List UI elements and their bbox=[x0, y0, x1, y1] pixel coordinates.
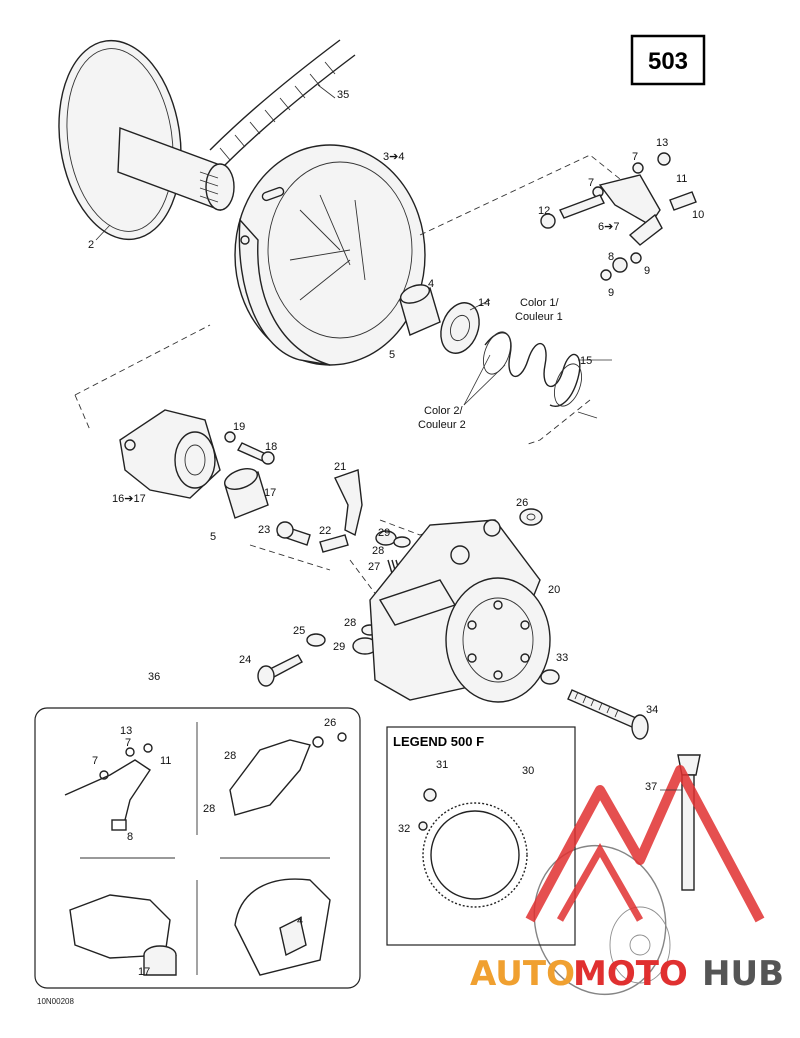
callout-10: 10 bbox=[692, 209, 704, 221]
callout-19: 19 bbox=[233, 421, 245, 433]
watermark-logo: AUTO MOTO HUB bbox=[470, 765, 784, 994]
callout-22: 22 bbox=[319, 525, 331, 537]
callout-7a: 7 bbox=[632, 151, 638, 163]
callout-13a: 13 bbox=[656, 137, 668, 149]
callout-5b: 5 bbox=[210, 531, 216, 543]
callout-11a: 11 bbox=[676, 173, 687, 185]
leader-lines bbox=[95, 84, 682, 791]
callout-29a: 29 bbox=[378, 527, 390, 539]
watermark-text-left: AUTO bbox=[470, 954, 575, 994]
callout-4a: 4 bbox=[428, 278, 434, 290]
callout-17b: 17 bbox=[138, 966, 150, 978]
washer-part bbox=[440, 302, 480, 354]
page-number: 503 bbox=[648, 48, 688, 75]
callout-28b: 28 bbox=[344, 617, 356, 629]
callout-9a: 9 bbox=[644, 265, 650, 277]
callout-36: 36 bbox=[148, 671, 160, 683]
callout-couleur1: Couleur 1 bbox=[515, 311, 563, 323]
subassembly-panel bbox=[34, 707, 361, 989]
callout-24: 24 bbox=[239, 654, 251, 666]
ramp-housing-part bbox=[119, 409, 221, 499]
callout-23: 23 bbox=[258, 524, 270, 536]
callout-27: 27 bbox=[368, 561, 380, 573]
callout-28d: 28 bbox=[203, 803, 215, 815]
callout-labels: 2 35 3➔4 13 7 7 11 12 6➔7 10 8 9 9 4 14 … bbox=[88, 89, 704, 978]
callout-13b: 13 bbox=[120, 725, 132, 737]
callout-33: 33 bbox=[556, 652, 568, 664]
callout-5a: 5 bbox=[389, 349, 395, 361]
figure-code: 10N00208 bbox=[37, 997, 74, 1006]
clutch-faint-illustration bbox=[533, 844, 671, 996]
callout-14: 14 bbox=[478, 297, 490, 309]
callout-34: 34 bbox=[646, 704, 658, 716]
legend-title: LEGEND 500 F bbox=[393, 734, 484, 749]
callout-color2: Color 2/ bbox=[424, 405, 463, 417]
callout-28c: 28 bbox=[224, 750, 236, 762]
callout-30: 30 bbox=[522, 765, 534, 777]
drive-housing-part bbox=[369, 519, 551, 703]
callout-26a: 26 bbox=[516, 497, 528, 509]
drive-belt-part bbox=[209, 39, 356, 166]
bolt-34-part bbox=[540, 669, 649, 740]
callout-20: 20 bbox=[548, 584, 560, 596]
bolt-24-part bbox=[257, 633, 326, 687]
callout-7c: 7 bbox=[125, 737, 131, 749]
callout-4b: 4 bbox=[297, 915, 303, 927]
callout-15: 15 bbox=[580, 355, 592, 367]
washer-26-part bbox=[519, 508, 543, 526]
callout-7b: 7 bbox=[588, 177, 594, 189]
callout-21: 21 bbox=[334, 461, 346, 473]
watermark-text-mid: MOTO bbox=[573, 954, 688, 994]
callout-28a: 28 bbox=[372, 545, 384, 557]
callout-18: 18 bbox=[265, 441, 277, 453]
callout-2: 2 bbox=[88, 239, 94, 251]
callout-3-4: 3➔4 bbox=[383, 151, 404, 163]
fixed-sheave-part bbox=[58, 39, 235, 241]
callout-32: 32 bbox=[398, 823, 410, 835]
callout-29b: 29 bbox=[333, 641, 345, 653]
callout-9b: 9 bbox=[608, 287, 614, 299]
callout-26b: 26 bbox=[324, 717, 336, 729]
callout-color1: Color 1/ bbox=[520, 297, 559, 309]
callout-17a: 17 bbox=[264, 487, 276, 499]
page-number-box: 503 bbox=[630, 34, 706, 86]
callout-16-17: 16➔17 bbox=[112, 493, 146, 505]
watermark-text-right: HUB bbox=[702, 954, 784, 994]
callout-11b: 11 bbox=[160, 755, 171, 767]
spring-part bbox=[482, 331, 583, 407]
callout-8b: 8 bbox=[127, 831, 133, 843]
sliding-sheave-part bbox=[234, 144, 426, 366]
callout-7d: 7 bbox=[92, 755, 98, 767]
callout-35: 35 bbox=[337, 89, 349, 101]
callout-couleur2: Couleur 2 bbox=[418, 419, 466, 431]
callout-8a: 8 bbox=[608, 251, 614, 263]
callout-25: 25 bbox=[293, 625, 305, 637]
legend-panel: LEGEND 500 F bbox=[386, 726, 576, 946]
callout-31: 31 bbox=[436, 759, 448, 771]
callout-37: 37 bbox=[645, 781, 657, 793]
callout-12: 12 bbox=[538, 205, 550, 217]
screw-18-part bbox=[224, 431, 275, 465]
callout-6-7: 6➔7 bbox=[598, 221, 619, 233]
bushing-17-part bbox=[224, 468, 269, 519]
bushing-part bbox=[399, 284, 441, 336]
lever-assembly-part bbox=[540, 152, 697, 281]
